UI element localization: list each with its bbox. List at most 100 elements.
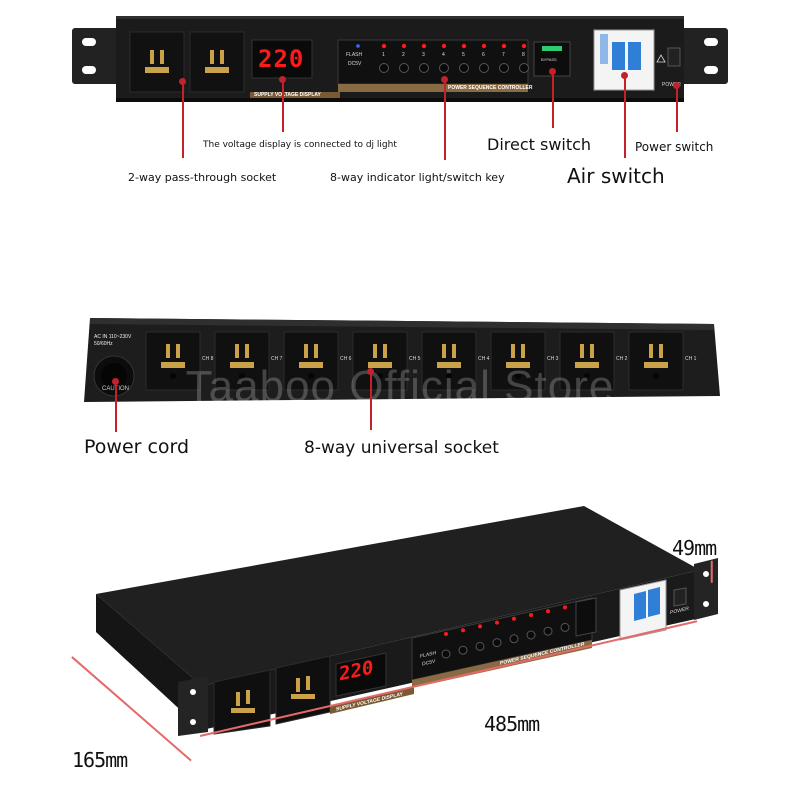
channel-number-4: 4 bbox=[442, 52, 445, 58]
rear-channel-label: CH 6 bbox=[340, 356, 352, 362]
channel-button-5[interactable] bbox=[459, 63, 469, 73]
callout-line-direct bbox=[552, 72, 554, 128]
perspective-button-2[interactable] bbox=[458, 645, 468, 655]
channel-led-8 bbox=[521, 43, 527, 49]
callout-dot-power bbox=[673, 82, 680, 89]
rear-channel-label: CH 1 bbox=[685, 356, 697, 362]
perspective-led-1 bbox=[444, 632, 448, 636]
perspective-button-8[interactable] bbox=[560, 622, 570, 632]
callout-line-power-cord bbox=[115, 382, 117, 432]
rear-socket-4 bbox=[352, 331, 408, 391]
rear-channel-label: CH 4 bbox=[478, 356, 490, 362]
perspective-led-6 bbox=[529, 613, 533, 617]
rear-channel-label: CH 5 bbox=[409, 356, 421, 362]
perspective-button-5[interactable] bbox=[509, 634, 519, 644]
callout-dot-power-cord bbox=[112, 378, 119, 385]
channel-number-7: 7 bbox=[502, 52, 505, 58]
callout-dot-voltage bbox=[279, 76, 286, 83]
channel-led-5 bbox=[461, 43, 467, 49]
front-power-switch[interactable] bbox=[740, 60, 752, 78]
perspective-led-8 bbox=[563, 605, 567, 610]
channel-number-6: 6 bbox=[482, 52, 485, 58]
flash-led bbox=[356, 44, 360, 48]
perspective-led-7 bbox=[546, 609, 550, 614]
channel-led-7 bbox=[501, 43, 507, 49]
label-air-switch: Air switch bbox=[567, 164, 665, 188]
channel-button-7[interactable] bbox=[499, 63, 509, 73]
callout-dot-indicator bbox=[441, 76, 448, 83]
callout-line-pass-through bbox=[182, 82, 184, 158]
rear-socket-3 bbox=[283, 331, 339, 391]
perspective-unit: 220 SUPPLY VOLTAGE DISPLAY POWER SEQUENC… bbox=[90, 500, 720, 740]
callout-dot-air bbox=[621, 72, 628, 79]
dimension-line-height bbox=[711, 560, 713, 583]
bypass-label: BYPASS bbox=[541, 57, 557, 62]
rear-socket-2 bbox=[214, 331, 270, 391]
rear-socket-1 bbox=[145, 331, 201, 391]
dimension-height: 49mm bbox=[672, 536, 717, 560]
perspective-led-2 bbox=[461, 628, 465, 633]
channel-number-1: 1 bbox=[382, 52, 385, 58]
rear-panel-unit: AC IN 110~230V 50/60Hz CAUTION CH 8CH 7C… bbox=[84, 310, 724, 405]
channel-button-6[interactable] bbox=[479, 63, 489, 73]
channel-led-4 bbox=[441, 43, 447, 49]
rear-socket-6 bbox=[490, 331, 546, 391]
callout-dot-direct bbox=[549, 68, 556, 75]
callout-line-universal-socket bbox=[370, 372, 372, 430]
label-power-switch: Power switch bbox=[635, 140, 714, 154]
rear-channel-label: CH 3 bbox=[547, 356, 559, 362]
channel-number-5: 5 bbox=[462, 52, 465, 58]
channel-number-3: 3 bbox=[422, 52, 425, 58]
channel-button-1[interactable] bbox=[379, 63, 389, 73]
perspective-button-1[interactable] bbox=[441, 649, 451, 659]
channel-button-3[interactable] bbox=[419, 63, 429, 73]
label-indicator-keys: 8-way indicator light/switch key bbox=[330, 171, 505, 184]
callout-line-air bbox=[624, 76, 626, 158]
perspective-button-6[interactable] bbox=[526, 630, 536, 640]
channel-led-2 bbox=[401, 43, 407, 49]
rear-socket-7 bbox=[559, 331, 615, 391]
callout-dot-pass-through bbox=[179, 78, 186, 85]
callout-line-voltage bbox=[282, 80, 284, 132]
rear-socket-8 bbox=[628, 331, 684, 391]
perspective-unit-graphic bbox=[96, 506, 718, 736]
perspective-button-7[interactable] bbox=[543, 626, 553, 636]
channel-button-4[interactable] bbox=[439, 63, 449, 73]
channel-button-8[interactable] bbox=[519, 63, 529, 73]
controller-label: POWER SEQUENCE CONTROLLER bbox=[448, 85, 533, 91]
channel-led-6 bbox=[481, 43, 487, 49]
rear-channel-label: CH 8 bbox=[202, 356, 214, 362]
callout-dot-universal-socket bbox=[367, 368, 374, 375]
voltage-display-value: 220 bbox=[258, 45, 305, 73]
rear-channel-label: CH 7 bbox=[271, 356, 283, 362]
rear-channel-label: CH 2 bbox=[616, 356, 628, 362]
rear-socket-5 bbox=[421, 331, 477, 391]
callout-line-power bbox=[676, 86, 678, 132]
callout-line-indicator bbox=[444, 80, 446, 160]
perspective-button-4[interactable] bbox=[492, 638, 502, 648]
label-pass-through: 2-way pass-through socket bbox=[128, 171, 277, 184]
channel-number-8: 8 bbox=[522, 52, 525, 58]
perspective-button-3[interactable] bbox=[475, 641, 485, 651]
label-voltage-display: The voltage display is connected to dj l… bbox=[203, 140, 397, 150]
label-power-cord: Power cord bbox=[84, 436, 190, 458]
dimension-depth: 165mm bbox=[72, 748, 128, 772]
label-universal-socket: 8-way universal socket bbox=[304, 438, 499, 458]
perspective-led-5 bbox=[512, 616, 516, 621]
channel-led-3 bbox=[421, 43, 427, 49]
perspective-led-3 bbox=[478, 624, 482, 629]
flash-label: FLASH bbox=[346, 52, 363, 58]
label-direct-switch: Direct switch bbox=[487, 135, 592, 154]
channel-led-1 bbox=[381, 43, 387, 49]
svg-text:POWER: POWER bbox=[662, 82, 681, 88]
front-air-switch[interactable] bbox=[666, 42, 726, 102]
front-panel-unit: 1 2 3 4 5 6 7 8 POWER 220 SUPPLY VOLTAGE DISPLA… bbox=[72, 12, 728, 112]
dc-label: DC5V bbox=[348, 61, 362, 67]
channel-number-2: 2 bbox=[402, 52, 405, 58]
dimension-width: 485mm bbox=[484, 712, 540, 736]
voltage-display-label: SUPPLY VOLTAGE DISPLAY bbox=[254, 92, 321, 98]
perspective-led-4 bbox=[495, 620, 499, 625]
front-panel-graphic: 1 2 3 4 5 6 7 8 POWER bbox=[72, 16, 728, 102]
rear-panel-graphic bbox=[84, 318, 720, 402]
channel-button-2[interactable] bbox=[399, 63, 409, 73]
